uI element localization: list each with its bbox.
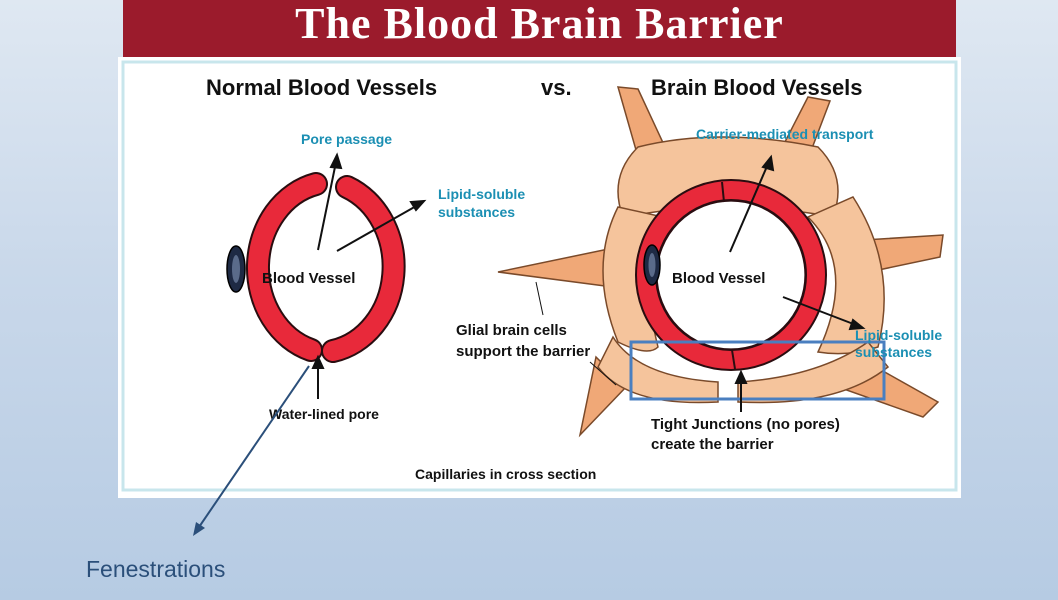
right-arrows xyxy=(535,154,866,412)
lipid-soluble-label-left-2: substances xyxy=(438,204,515,220)
left-heading: Normal Blood Vessels xyxy=(206,75,437,100)
tight-junction-label-1: Tight Junctions (no pores) xyxy=(651,416,840,433)
brain-vessel xyxy=(497,86,944,438)
lipid-soluble-label-left-1: Lipid-soluble xyxy=(438,186,525,202)
blood-vessel-label-right: Blood Vessel xyxy=(672,270,765,287)
vs-label: vs. xyxy=(541,75,572,100)
right-heading: Brain Blood Vessels xyxy=(651,75,863,100)
lipid-soluble-label-right-2: substances xyxy=(855,344,932,360)
glial-label-2: support the barrier xyxy=(456,343,590,360)
glial-label-1: Glial brain cells xyxy=(456,322,567,339)
footer-caption: Capillaries in cross section xyxy=(415,466,596,482)
blood-vessel-label-left: Blood Vessel xyxy=(262,270,355,287)
title-banner: The Blood Brain Barrier xyxy=(123,0,956,57)
carrier-mediated-label: Carrier-mediated transport xyxy=(696,126,874,142)
lipid-soluble-label-right-1: Lipid-soluble xyxy=(855,327,942,343)
water-lined-pore-label: Water-lined pore xyxy=(269,406,379,422)
vessel-wall-right xyxy=(323,177,404,361)
vessel-wall-left xyxy=(248,174,326,360)
tight-junction-label-2: create the barrier xyxy=(651,436,774,453)
diagram-figure: Normal Blood Vessels vs. Brain Blood Ves… xyxy=(118,57,961,498)
diagram-svg: Normal Blood Vessels vs. Brain Blood Ves… xyxy=(121,60,958,492)
left-arrows xyxy=(311,152,427,399)
tight-junction-highlight xyxy=(629,340,886,401)
pore-passage-label: Pore passage xyxy=(301,131,392,147)
fenestrations-label: Fenestrations xyxy=(86,556,226,582)
normal-vessel xyxy=(226,172,406,363)
